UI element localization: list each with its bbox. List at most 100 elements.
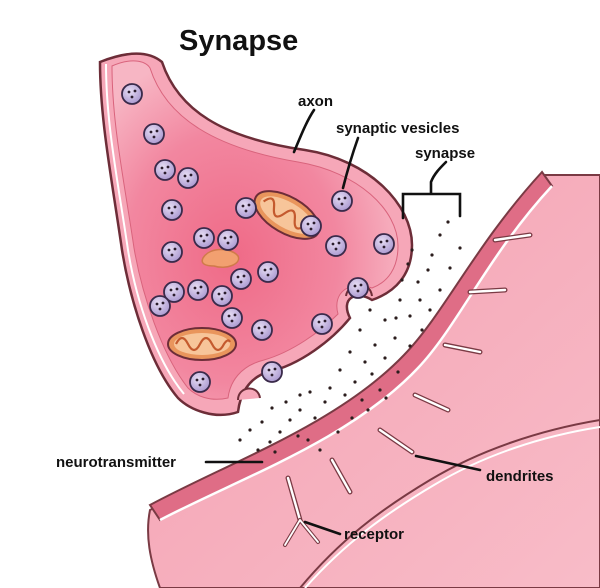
dendrite-branch	[299, 419, 600, 588]
synaptic-vesicle	[211, 285, 233, 307]
neurotransmitter-dot	[408, 314, 412, 318]
neurotransmitter-dot	[336, 430, 340, 434]
synaptic-vesicle	[221, 307, 243, 329]
mitochondrion-small	[201, 248, 240, 268]
neurotransmitter-dot	[248, 428, 252, 432]
neurotransmitter-dot	[416, 280, 420, 284]
synaptic-vesicle	[230, 268, 252, 290]
synaptic-vesicle	[177, 167, 199, 189]
neurotransmitter-dot	[343, 393, 347, 397]
neurotransmitter-dot	[348, 350, 352, 354]
neurotransmitter-dot	[426, 268, 430, 272]
neurotransmitter-dot	[394, 316, 398, 320]
neurotransmitter-dot	[288, 418, 292, 422]
synaptic-vesicle	[143, 123, 165, 145]
neurotransmitter-dot	[278, 430, 282, 434]
label-receptor: receptor	[344, 526, 404, 543]
neurotransmitter-dot	[298, 393, 302, 397]
neurotransmitter-dot	[448, 266, 452, 270]
synaptic-vesicle	[251, 319, 273, 341]
synaptic-vesicle	[149, 295, 171, 317]
neurotransmitter-dot	[398, 298, 402, 302]
neurotransmitter-dot	[256, 448, 260, 452]
axon-membrane-highlight	[105, 63, 185, 395]
label-axon-group: axon	[292, 93, 333, 154]
neurotransmitter-dot	[363, 360, 367, 364]
neurotransmitter-dot	[438, 288, 442, 292]
neurotransmitter-dot	[273, 450, 277, 454]
neurotransmitter-dot	[328, 386, 332, 390]
neurotransmitter-dot	[270, 406, 274, 410]
synaptic-vesicle	[161, 199, 183, 221]
neurotransmitter-dot	[428, 308, 432, 312]
mitochondrion-2	[167, 327, 237, 361]
neurotransmitter-dot	[400, 278, 404, 282]
neurotransmitter-dot	[373, 343, 377, 347]
neurotransmitter-dot	[268, 440, 272, 444]
neurotransmitter-dot	[406, 262, 410, 266]
synaptic-vesicles-group	[121, 83, 395, 393]
neurotransmitter-dot	[358, 328, 362, 332]
neurotransmitter-dot	[238, 438, 242, 442]
synaptic-vesicle	[189, 371, 211, 393]
dendrite-branch-highlight	[304, 426, 600, 588]
synaptic-vesicle	[311, 313, 333, 335]
neurotransmitter-dot	[446, 220, 450, 224]
synaptic-vesicle	[235, 197, 257, 219]
neurotransmitter-dot	[366, 408, 370, 412]
neurotransmitter-dot	[378, 388, 382, 392]
neurotransmitter-dot	[418, 298, 422, 302]
synaptic-vesicle	[161, 241, 183, 263]
synaptic-vesicle	[325, 235, 347, 257]
neurotransmitter-dot	[260, 420, 264, 424]
label-synaptic-vesicles-group: synaptic vesicles	[336, 120, 459, 190]
dendrites-leader	[414, 454, 482, 472]
synapse-bracket	[401, 160, 462, 220]
neurotransmitter-dot	[308, 390, 312, 394]
label-dendrites-group: dendrites	[414, 454, 554, 485]
label-neurotransmitter: neurotransmitter	[56, 454, 176, 471]
neurotransmitter-dot	[284, 400, 288, 404]
synaptic-vesicle	[347, 277, 369, 299]
neurotransmitter-dot	[384, 396, 388, 400]
neurotransmitter-dot	[430, 253, 434, 257]
neurotransmitter-dot	[313, 416, 317, 420]
neurotransmitter-dot	[368, 308, 372, 312]
neurotransmitter-dots	[238, 220, 462, 454]
synaptic-vesicle	[373, 233, 395, 255]
synaptic-vesicle	[331, 190, 353, 212]
neurotransmitter-dot	[396, 370, 400, 374]
neurotransmitter-dot	[370, 372, 374, 376]
label-synaptic-vesicles: synaptic vesicles	[336, 120, 459, 137]
synaptic-vesicles-leader	[341, 136, 360, 190]
neurotransmitter-dot	[408, 344, 412, 348]
label-synapse: synapse	[415, 145, 475, 162]
neurotransmitter-dot	[438, 233, 442, 237]
neurotransmitter-dot	[410, 248, 414, 252]
neurotransmitter-dot	[350, 416, 354, 420]
synaptic-vesicle	[154, 159, 176, 181]
dendrite	[147, 170, 600, 588]
neurotransmitter-dot	[393, 336, 397, 340]
axon-leader	[292, 108, 316, 154]
neurotransmitter-dot	[296, 434, 300, 438]
page-title: Synapse	[179, 25, 298, 57]
neurotransmitter-dot	[353, 380, 357, 384]
synaptic-vesicle	[193, 227, 215, 249]
neurotransmitter-dot	[298, 408, 302, 412]
neurotransmitter-dot	[323, 400, 327, 404]
synaptic-vesicle	[121, 83, 143, 105]
label-synapse-group: synapse	[401, 145, 475, 220]
neurotransmitter-dot	[383, 318, 387, 322]
label-axon: axon	[298, 93, 333, 110]
neurotransmitter-dot	[420, 328, 424, 332]
neurotransmitter-dot	[458, 246, 462, 250]
neurotransmitter-dot	[338, 368, 342, 372]
neurotransmitter-dot	[360, 398, 364, 402]
axon-terminal	[98, 52, 414, 417]
synaptic-vesicle	[257, 261, 279, 283]
neurotransmitter-dot	[306, 438, 310, 442]
dendrite-inner-edge	[159, 185, 553, 522]
synaptic-vesicle	[163, 281, 185, 303]
